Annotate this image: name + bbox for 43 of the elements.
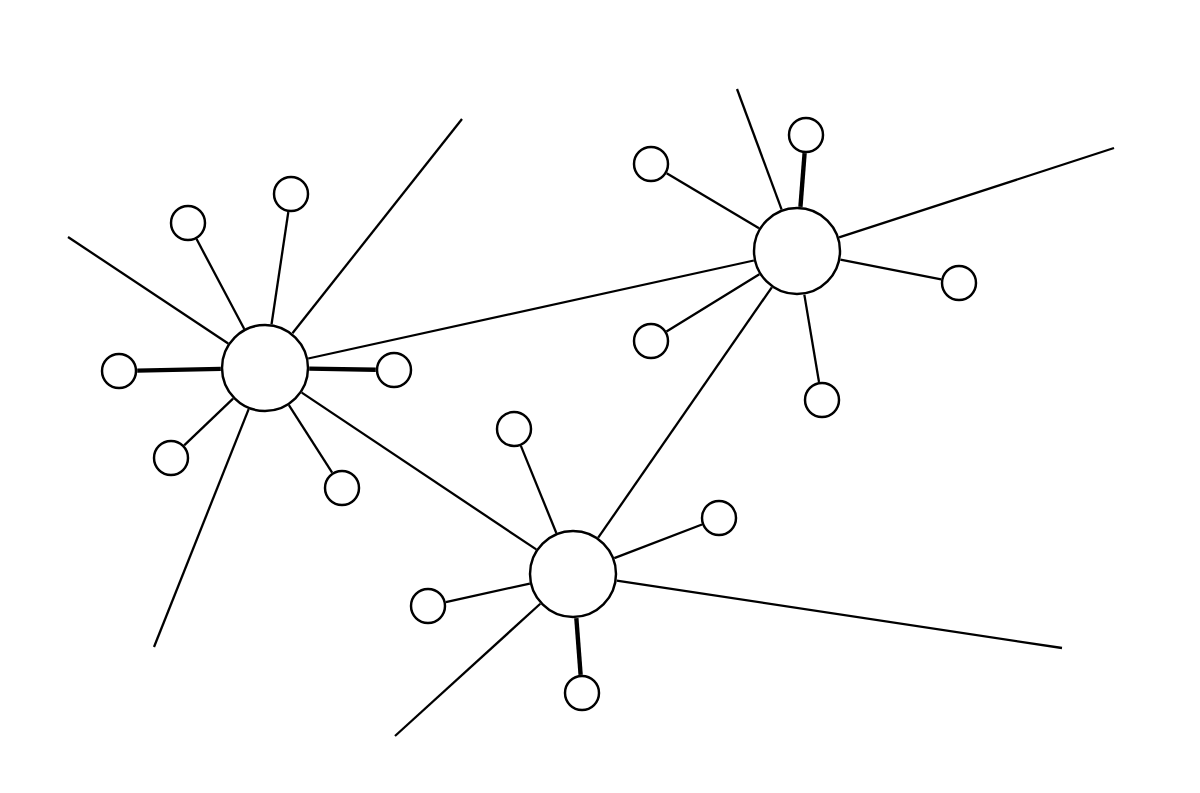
- connector-line: [307, 259, 755, 360]
- line: [735, 88, 783, 210]
- small-circle: [787, 116, 825, 154]
- small-circle: [803, 381, 841, 419]
- small-circle: [272, 175, 310, 213]
- line: [291, 118, 463, 334]
- connector-line: [287, 404, 334, 474]
- small-circle: [632, 145, 670, 183]
- line: [838, 146, 1115, 239]
- connector-line: [309, 366, 376, 372]
- small-circle: [940, 264, 978, 302]
- connector-line: [798, 153, 807, 208]
- large-circle: [752, 206, 842, 296]
- connector-line: [519, 445, 558, 534]
- line: [394, 602, 542, 737]
- small-circle: [100, 352, 138, 390]
- connector-line: [574, 617, 583, 675]
- connector-line: [137, 366, 221, 373]
- small-circle: [169, 204, 207, 242]
- small-circle: [323, 469, 361, 507]
- connector-line: [665, 273, 760, 333]
- line: [616, 579, 1063, 650]
- connector-line: [183, 397, 234, 447]
- small-circle: [152, 439, 190, 477]
- connector-line: [270, 211, 290, 325]
- line: [152, 408, 250, 648]
- connector-line: [666, 172, 760, 230]
- connector-line: [195, 238, 246, 330]
- small-circle: [409, 587, 447, 625]
- small-circle: [563, 674, 601, 712]
- small-circle: [700, 499, 738, 537]
- connector-line: [597, 286, 773, 539]
- small-circle: [632, 322, 670, 360]
- large-circle: [528, 529, 618, 619]
- large-circle: [220, 323, 310, 413]
- line: [67, 236, 229, 345]
- connector-line: [803, 294, 821, 383]
- small-circle: [375, 351, 413, 389]
- connector-line: [613, 523, 703, 560]
- connector-line: [301, 391, 537, 551]
- small-circle: [495, 410, 533, 448]
- connector-line: [445, 582, 531, 604]
- connector-line: [840, 258, 942, 281]
